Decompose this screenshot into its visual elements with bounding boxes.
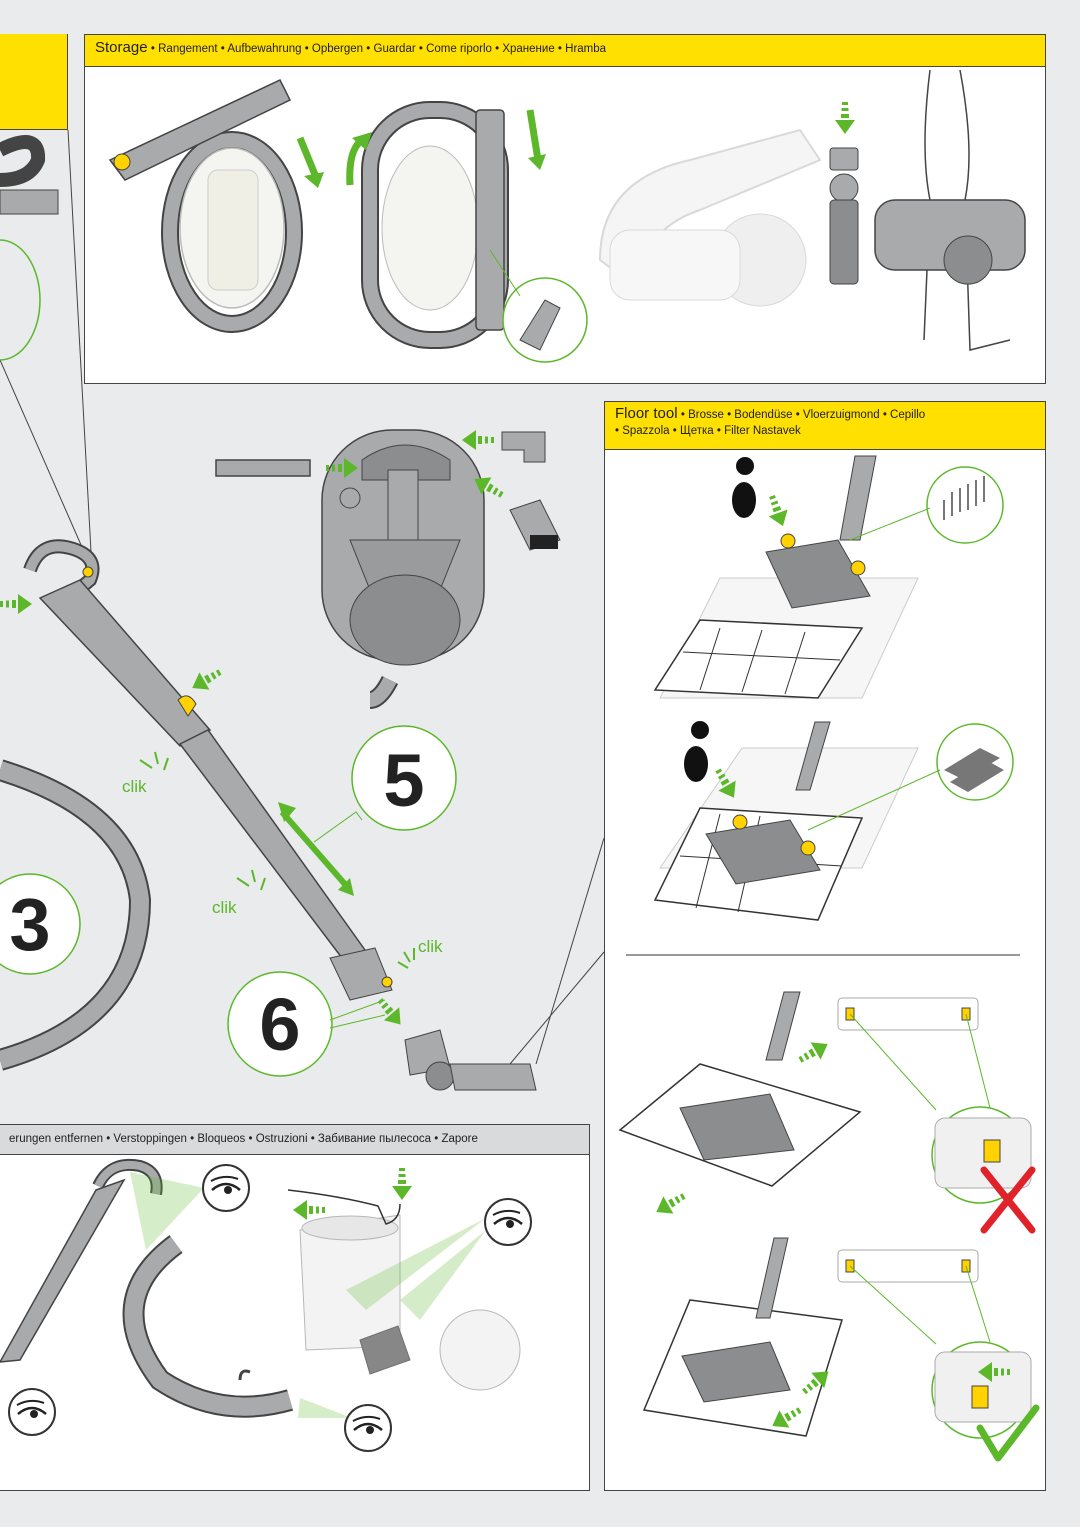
eye-icon-2 bbox=[483, 1197, 533, 1247]
eye-icon-4 bbox=[343, 1403, 393, 1453]
flat-strips-icon bbox=[944, 748, 1004, 792]
bristles-icon bbox=[943, 476, 985, 520]
step-5-label: 5 bbox=[383, 739, 424, 822]
step-6: 6 bbox=[227, 971, 386, 1077]
sight-lines bbox=[130, 1172, 486, 1418]
floor-hard-floor-scene bbox=[653, 455, 1004, 699]
step-3: 3 bbox=[0, 873, 81, 975]
storage-vacuum-3-faded bbox=[598, 128, 822, 307]
clik-label-2: clik bbox=[212, 898, 237, 917]
clik-marks bbox=[139, 751, 415, 969]
storage-title: Storage bbox=[95, 39, 148, 56]
blockages-hose bbox=[122, 1235, 294, 1418]
brush-tool bbox=[469, 470, 561, 551]
storage-carry-legs bbox=[874, 69, 1026, 351]
foot-icon-2 bbox=[684, 721, 709, 782]
storage-header: Storage • Rangement • Aufbewahrung • Opb… bbox=[85, 35, 1045, 67]
crevice-tool bbox=[215, 458, 358, 478]
foot-icon-1 bbox=[732, 457, 756, 518]
eye-icon-3 bbox=[7, 1387, 57, 1437]
floor-tool-languages-1: • Brosse • Bodendüse • Vloerzuigmond • C… bbox=[680, 409, 926, 421]
cross-icon bbox=[980, 1166, 1036, 1234]
storage-vacuum-1 bbox=[108, 79, 324, 333]
storage-languages: • Rangement • Aufbewahrung • Opbergen • … bbox=[150, 43, 607, 55]
step-6-label: 6 bbox=[259, 983, 300, 1066]
prev-panel-yellow-corner bbox=[0, 34, 68, 130]
storage-handle-dock bbox=[829, 102, 859, 285]
floor-tool-header: Floor tool • Brosse • Bodendüse • Vloerz… bbox=[605, 402, 1045, 450]
eye-icon-1 bbox=[201, 1163, 251, 1213]
wand-assembly bbox=[0, 539, 537, 1091]
floor-carpet-scene bbox=[653, 721, 1014, 921]
step-3-label: 3 bbox=[9, 883, 50, 966]
blockages-wand bbox=[0, 1159, 163, 1363]
hand-outline bbox=[287, 1189, 401, 1225]
blockages-header: erungen entfernen • Verstoppingen • Bloq… bbox=[0, 1125, 589, 1155]
check-icon bbox=[976, 1404, 1040, 1462]
floor-tool-title: Floor tool bbox=[615, 405, 678, 422]
step-5: 5 bbox=[313, 725, 457, 843]
floor-tool-languages-2: • Spazzola • Щетка • Filter Nastavek bbox=[615, 425, 801, 437]
storage-vacuum-2 bbox=[346, 101, 588, 363]
stair-tool bbox=[462, 430, 546, 463]
clik-label-1: clik bbox=[122, 777, 147, 796]
hose-loop bbox=[0, 759, 152, 1071]
floor-rug-right bbox=[642, 1237, 1040, 1462]
floor-rug-wrong bbox=[618, 991, 1036, 1234]
blockages-languages: erungen entfernen • Verstoppingen • Bloq… bbox=[9, 1133, 478, 1145]
clik-label-3: clik bbox=[418, 937, 443, 956]
vacuum-main-body bbox=[321, 429, 485, 709]
blockages-bin bbox=[299, 1214, 521, 1391]
